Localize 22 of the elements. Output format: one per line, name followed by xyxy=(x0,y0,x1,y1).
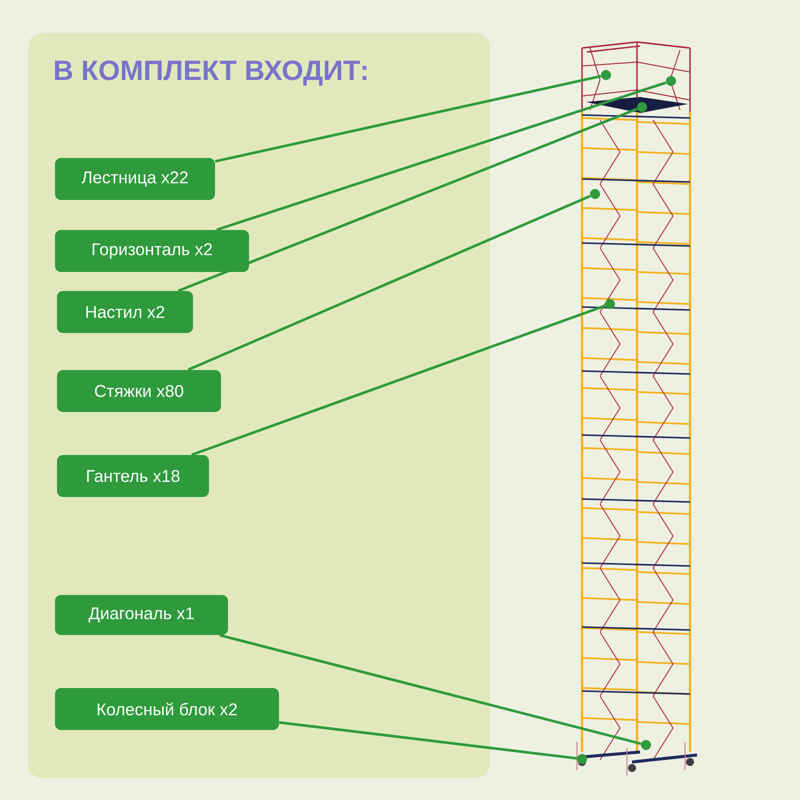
marker-dot xyxy=(605,299,615,309)
leader-line xyxy=(279,721,577,760)
leader-line xyxy=(191,304,606,456)
label-box: Лестница x22 xyxy=(55,158,215,200)
label-box: Диагональ x1 xyxy=(55,595,228,635)
leader-line xyxy=(214,74,602,163)
label-box: Колесный блок x2 xyxy=(55,688,279,730)
leader-line xyxy=(188,194,591,371)
label-box: Гантель x18 xyxy=(57,455,209,497)
marker-dot xyxy=(590,189,600,199)
marker-dot xyxy=(601,70,611,80)
leader-line xyxy=(178,108,638,292)
label-box: Настил x2 xyxy=(57,291,193,333)
marker-dot xyxy=(637,102,647,112)
marker-dot xyxy=(577,754,587,764)
marker-dot xyxy=(666,76,676,86)
label-box: Стяжки x80 xyxy=(57,370,221,412)
leader-line xyxy=(220,634,642,745)
label-box: Горизонталь x2 xyxy=(55,230,249,272)
leader-line xyxy=(216,81,666,232)
marker-dot xyxy=(641,740,651,750)
title: В КОМПЛЕКТ ВХОДИТ: xyxy=(55,60,366,86)
